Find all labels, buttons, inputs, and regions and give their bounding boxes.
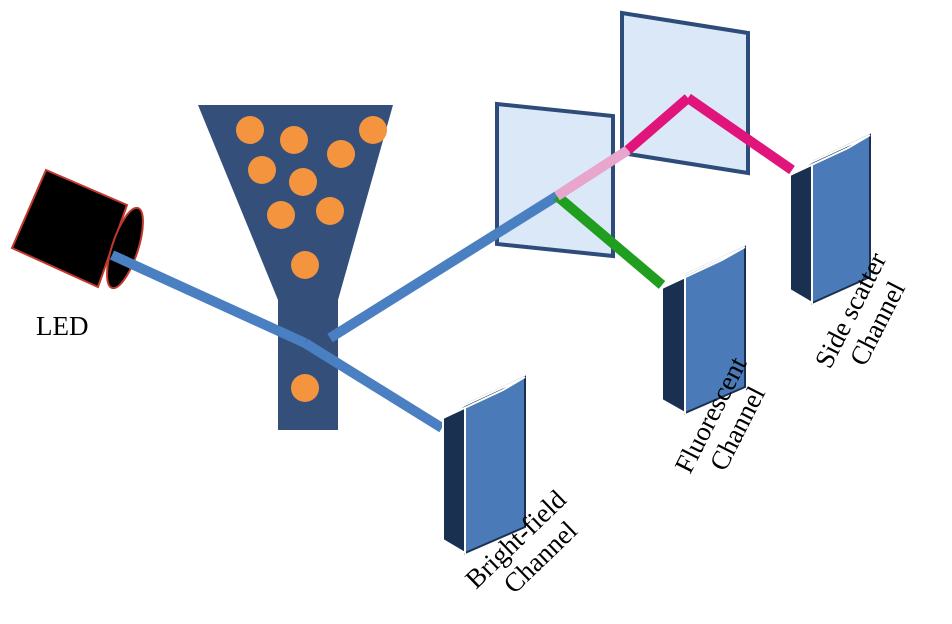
sidescatter-detector-top	[789, 134, 871, 176]
led-label: LED	[36, 311, 88, 341]
cell	[316, 197, 344, 225]
fluorescent-detector-top	[661, 246, 746, 289]
magenta-beam-scatter	[624, 94, 692, 154]
led-front-rim	[106, 206, 144, 290]
blue-beam-brightfield	[302, 338, 445, 433]
fluorescent-detector-side	[661, 273, 686, 415]
blue-beam-to-mirror	[327, 191, 560, 343]
light-beams	[109, 93, 795, 433]
detector-icon	[789, 133, 871, 305]
cells	[236, 116, 387, 402]
pink-beam-scatter	[554, 145, 631, 201]
detector-icon	[661, 245, 746, 415]
brightfield-detector-side	[442, 403, 466, 555]
cell	[359, 116, 387, 144]
cell	[248, 156, 276, 184]
cell	[327, 140, 355, 168]
led-body	[10, 168, 129, 289]
magenta-beam-side-channel	[685, 93, 795, 175]
dichroic-mirror-icon	[620, 10, 750, 176]
detector-icon	[442, 375, 526, 555]
cell	[236, 116, 264, 144]
led-light-source-icon	[10, 168, 144, 290]
cell	[267, 201, 295, 229]
cell	[291, 374, 319, 402]
green-beam-fluorescent	[553, 192, 666, 289]
cell	[280, 126, 308, 154]
brightfield-detector-top	[442, 376, 526, 419]
cell	[291, 251, 319, 279]
sidescatter-detector-side	[789, 160, 813, 305]
blue-beam-led-to-cell	[109, 250, 308, 348]
flow-cell-funnel-icon	[198, 105, 393, 430]
cell	[289, 168, 317, 196]
